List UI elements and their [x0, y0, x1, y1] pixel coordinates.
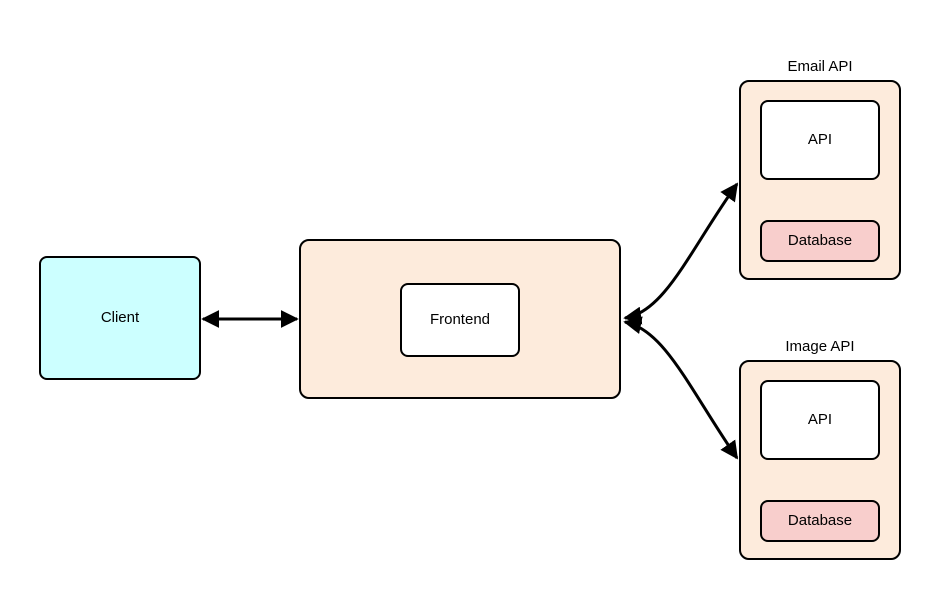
group-title-image-api: Image API: [785, 338, 855, 355]
node-client[interactable]: Client: [39, 256, 201, 380]
node-email-database-label: Database: [787, 232, 853, 249]
node-frontend[interactable]: Frontend: [400, 283, 520, 357]
edge-frontend-image: [623, 316, 739, 460]
node-email-api-label: API: [807, 131, 833, 148]
node-email-api-service[interactable]: API: [760, 100, 880, 180]
node-frontend-label: Frontend: [429, 311, 491, 328]
node-image-api-service[interactable]: API: [760, 380, 880, 460]
node-image-api-label: API: [807, 411, 833, 428]
node-email-database[interactable]: Database: [760, 220, 880, 262]
node-client-label: Client: [100, 309, 140, 326]
node-image-database[interactable]: Database: [760, 500, 880, 542]
node-image-database-label: Database: [787, 512, 853, 529]
group-title-email-api: Email API: [787, 58, 853, 75]
edge-frontend-email: [623, 182, 739, 325]
